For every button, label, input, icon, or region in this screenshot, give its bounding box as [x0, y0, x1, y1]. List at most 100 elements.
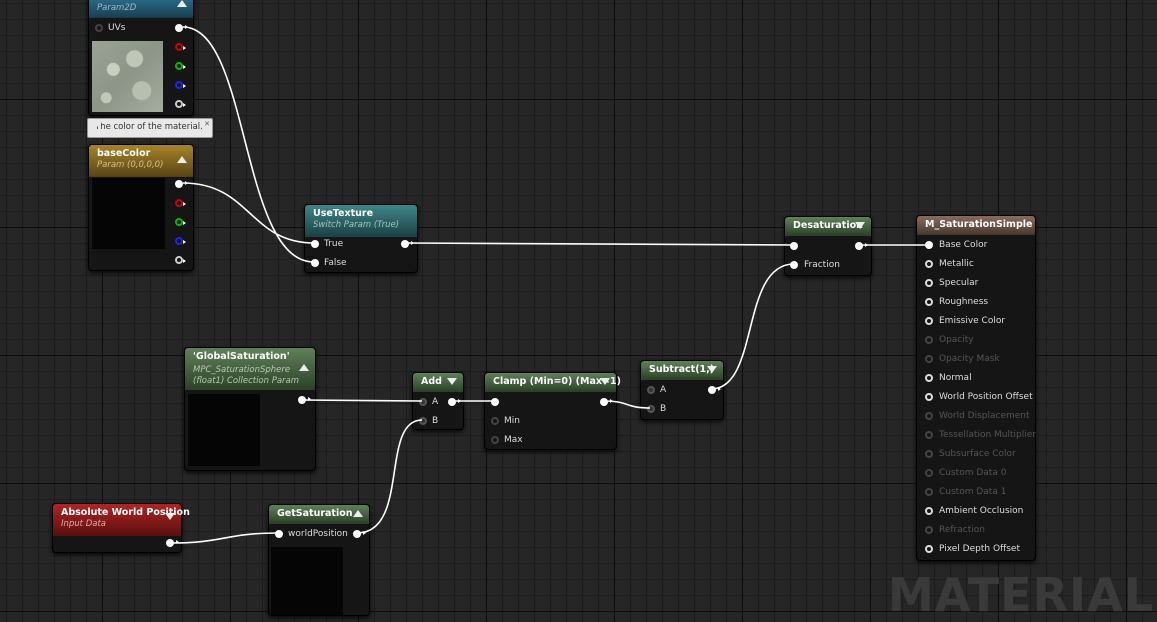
- a-input-pin[interactable]: [419, 398, 427, 406]
- uvs-input-pin[interactable]: [95, 24, 103, 32]
- r-output-pin[interactable]: [175, 199, 183, 207]
- collapse-arrow-icon[interactable]: [299, 364, 309, 371]
- getsaturation-node[interactable]: GetSaturation worldPosition: [268, 504, 370, 616]
- position-output-pin[interactable]: [166, 539, 174, 547]
- clamp-title: Clamp (Min=0) (Max=1): [493, 376, 608, 388]
- result-input-pin[interactable]: [925, 260, 933, 268]
- result-pin-label: Ambient Occlusion: [939, 505, 1023, 517]
- rgb-output-pin[interactable]: [175, 180, 183, 188]
- switch-output-pin[interactable]: [401, 240, 409, 248]
- basecolor-node[interactable]: baseColor Param (0,0,0,0): [88, 144, 194, 271]
- clamp-header[interactable]: Clamp (Min=0) (Max=1): [485, 373, 616, 392]
- result-input-pin[interactable]: [925, 355, 933, 363]
- result-pin-label: Base Color: [939, 239, 987, 251]
- basecolor-header[interactable]: baseColor Param (0,0,0,0): [89, 145, 193, 177]
- result-input-pin[interactable]: [925, 469, 933, 477]
- material-watermark: MATERIAL: [888, 568, 1154, 622]
- result-pin-label: Tessellation Multiplier: [939, 429, 1036, 441]
- fraction-input-pin[interactable]: [790, 261, 798, 269]
- result-input-pin[interactable]: [925, 298, 933, 306]
- basecolor-subtitle: Param (0,0,0,0): [97, 160, 185, 171]
- min-input-pin[interactable]: [491, 417, 499, 425]
- b-output-pin[interactable]: [175, 81, 183, 89]
- usetexture-header[interactable]: UseTexture Switch Param (True): [305, 205, 417, 237]
- result-input-pin[interactable]: [925, 393, 933, 401]
- a-output-pin[interactable]: [175, 100, 183, 108]
- g-output-pin[interactable]: [175, 218, 183, 226]
- subtract-title: Subtract(1,): [649, 364, 715, 376]
- comment-tooltip: The color of the material. ✕: [87, 118, 213, 138]
- result-input-pin[interactable]: [925, 526, 933, 534]
- result-input-pin[interactable]: [925, 412, 933, 420]
- result-input-pin[interactable]: [925, 431, 933, 439]
- b-output-pin[interactable]: [175, 237, 183, 245]
- globalsaturation-node[interactable]: 'GlobalSaturation' MPC_SaturationSphere …: [184, 347, 316, 471]
- result-pin-label: Refraction: [939, 524, 985, 536]
- absolute-world-position-node[interactable]: Absolute World Position Input Data: [52, 503, 182, 553]
- b-input-pin[interactable]: [419, 417, 427, 425]
- add-output-pin[interactable]: [448, 398, 456, 406]
- expand-arrow-icon[interactable]: [165, 513, 175, 520]
- expand-arrow-icon[interactable]: [855, 222, 865, 229]
- g-output-pin[interactable]: [175, 62, 183, 70]
- a-output-pin[interactable]: [175, 256, 183, 264]
- getsaturation-output-pin[interactable]: [353, 530, 361, 538]
- basecolor-title: baseColor: [97, 148, 185, 160]
- texture-preview: [92, 41, 163, 112]
- result-input-pin[interactable]: [925, 450, 933, 458]
- texture-param-node[interactable]: Param2D UVs: [88, 0, 194, 116]
- uvs-pin-label: UVs: [108, 22, 125, 34]
- false-input-pin[interactable]: [311, 259, 319, 267]
- result-pin-label: Custom Data 1: [939, 486, 1006, 498]
- globalsaturation-subtitle1: MPC_SaturationSphere: [193, 365, 307, 376]
- texture-param-header[interactable]: Param2D: [89, 0, 193, 18]
- result-pin-label: Opacity: [939, 334, 974, 346]
- collapse-arrow-icon[interactable]: [177, 156, 187, 163]
- material-result-header[interactable]: M_SaturationSimple: [917, 216, 1035, 235]
- input-pin[interactable]: [790, 242, 798, 250]
- result-pin-label: Custom Data 0: [939, 467, 1006, 479]
- collapse-arrow-icon[interactable]: [177, 0, 187, 7]
- collapse-arrow-icon[interactable]: [353, 510, 363, 517]
- result-pin-label: World Displacement: [939, 410, 1030, 422]
- result-input-pin[interactable]: [925, 507, 933, 515]
- subtract-header[interactable]: Subtract(1,): [641, 361, 723, 380]
- tooltip-close-icon[interactable]: ✕: [204, 120, 210, 128]
- result-input-pin[interactable]: [925, 336, 933, 344]
- add-header[interactable]: Add: [413, 373, 463, 392]
- clamp-output-pin[interactable]: [600, 398, 608, 406]
- absolute-world-position-header[interactable]: Absolute World Position Input Data: [53, 504, 181, 536]
- material-result-title: M_SaturationSimple: [925, 219, 1027, 231]
- b-input-pin[interactable]: [647, 405, 655, 413]
- result-input-pin[interactable]: [925, 279, 933, 287]
- expand-arrow-icon[interactable]: [707, 366, 717, 373]
- result-pin-label: Roughness: [939, 296, 988, 308]
- result-input-pin[interactable]: [925, 545, 933, 553]
- getsaturation-header[interactable]: GetSaturation: [269, 505, 369, 524]
- a-input-pin[interactable]: [647, 386, 655, 394]
- r-output-pin[interactable]: [175, 43, 183, 51]
- worldposition-input-pin[interactable]: [275, 530, 283, 538]
- max-input-pin[interactable]: [491, 436, 499, 444]
- expand-arrow-icon[interactable]: [447, 378, 457, 385]
- add-node[interactable]: Add A B: [412, 372, 464, 430]
- subtract-node[interactable]: Subtract(1,) A B: [640, 360, 724, 420]
- usetexture-node[interactable]: UseTexture Switch Param (True) True Fals…: [304, 204, 418, 273]
- clamp-node[interactable]: Clamp (Min=0) (Max=1) Min Max: [484, 372, 617, 450]
- expand-arrow-icon[interactable]: [600, 378, 610, 385]
- subtract-output-pin[interactable]: [708, 386, 716, 394]
- clamp-input-pin[interactable]: [491, 398, 499, 406]
- desaturation-output-pin[interactable]: [855, 242, 863, 250]
- globalsaturation-output-pin[interactable]: [298, 396, 306, 404]
- result-input-pin[interactable]: [925, 488, 933, 496]
- result-input-pin[interactable]: [925, 374, 933, 382]
- true-input-pin[interactable]: [311, 240, 319, 248]
- result-input-pin[interactable]: [925, 241, 933, 249]
- false-pin-label: False: [324, 257, 347, 269]
- result-input-pin[interactable]: [925, 317, 933, 325]
- rgb-output-pin[interactable]: [175, 24, 183, 32]
- globalsaturation-header[interactable]: 'GlobalSaturation' MPC_SaturationSphere …: [185, 348, 315, 390]
- desaturation-header[interactable]: Desaturation: [785, 217, 871, 236]
- desaturation-node[interactable]: Desaturation Fraction: [784, 216, 872, 276]
